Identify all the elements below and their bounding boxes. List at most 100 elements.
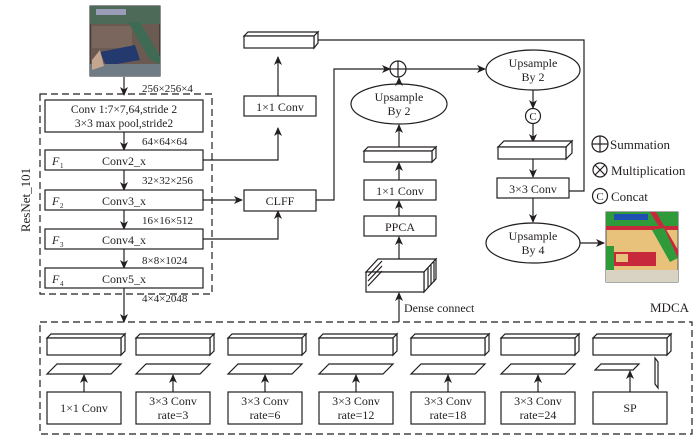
mdca-conv-line1: 3×3 Conv (332, 394, 380, 408)
svg-text:C: C (529, 111, 536, 123)
stage-name: Conv5_x (102, 272, 146, 286)
mdca-label: MDCA (650, 300, 690, 315)
legend-summation-label: Summation (610, 137, 670, 152)
mdca-conv-box (135, 391, 211, 425)
arrow-clff-to-sum (316, 65, 391, 201)
concat-feature-block (496, 139, 574, 161)
dense-connect-label: Dense connect (404, 301, 475, 315)
legend-concat: C Concat (591, 187, 648, 205)
mdca-feature-block (317, 332, 399, 357)
upsample2-line2: By 2 (521, 70, 544, 84)
upsample2-line1: Upsample (509, 56, 558, 70)
mdca-side-plane (654, 356, 659, 390)
arrow-f1-to-conv (203, 127, 282, 161)
stage-name: Conv4_x (102, 233, 146, 247)
clff-label: CLFF (266, 194, 295, 208)
legend-summation: Summation (591, 135, 670, 153)
feature-label: F (51, 233, 60, 247)
decoder-conv1-label: 1×1 Conv (376, 184, 424, 198)
mdca-feature-block (45, 332, 127, 357)
mdca-conv-line1: 3×3 Conv (149, 394, 197, 408)
mdca-plane (45, 363, 123, 375)
upsample1-line2: By 2 (387, 104, 410, 118)
upsample1-line1: Upsample (375, 90, 424, 104)
svg-text:C: C (596, 191, 603, 203)
mdca-container (39, 321, 693, 435)
legend-multiplication-label: Multiplication (611, 163, 686, 178)
stage2-out-label: 16×16×512 (142, 215, 193, 227)
stage-name: Conv2_x (102, 154, 146, 168)
mdca-feature-block (226, 332, 308, 357)
mdca-branch: SP (591, 332, 673, 425)
mdca-conv-line1: 3×3 Conv (424, 394, 472, 408)
mdca-conv-box (500, 391, 576, 425)
resnet-container (39, 93, 213, 295)
stage-name: Conv3_x (102, 194, 146, 208)
mdca-feature-block (409, 332, 491, 357)
mdca-conv-line2: rate=3 (158, 408, 189, 422)
stage1-out-label: 32×32×256 (142, 175, 193, 187)
stage-conv3: F 2 Conv3_x (44, 189, 204, 211)
mdca-conv-label: 1×1 Conv (60, 401, 108, 415)
resnet-label: ResNet_101 (18, 168, 33, 232)
low-conv-label: 1×1 Conv (256, 100, 304, 114)
mdca-branch: 1×1 Conv (45, 332, 127, 425)
mdca-plane (134, 363, 212, 375)
arrow-f3-to-clff (203, 210, 282, 240)
stage3-out-label: 8×8×1024 (142, 255, 188, 267)
mdca-feature-block (499, 332, 581, 357)
concat-node: C (524, 107, 542, 125)
mdca-conv-box (227, 391, 303, 425)
legend-concat-label: Concat (611, 189, 648, 204)
input-size-label: 256×256×4 (142, 83, 193, 95)
mdca-feature-block (591, 332, 673, 357)
decoder-feature-block (362, 145, 438, 164)
dense-feature-stack (364, 257, 438, 294)
mdca-conv-box (410, 391, 486, 425)
input-image (89, 5, 161, 77)
mdca-conv-label: SP (623, 401, 637, 415)
mdca-conv-line2: rate=18 (430, 408, 467, 422)
feature-label: F (51, 272, 60, 286)
stage-conv4: F 3 Conv4_x (44, 228, 204, 250)
output-segmentation-map (605, 211, 679, 283)
feature-subscript: 2 (60, 202, 64, 210)
low-conv-box (243, 95, 317, 117)
mdca-conv-box (46, 391, 122, 425)
mdca-conv-box (318, 391, 394, 425)
mdca-conv-line2: rate=6 (250, 408, 281, 422)
mdca-conv-line2: rate=12 (338, 408, 375, 422)
stage-conv2: F 1 Conv2_x (44, 149, 204, 171)
upsample3-line1: Upsample (509, 229, 558, 243)
mdca-conv-line1: 3×3 Conv (241, 394, 289, 408)
mdca-feature-block (134, 332, 216, 357)
low-feature-block (242, 30, 320, 50)
feature-subscript: 4 (60, 280, 64, 288)
mdca-conv-line1: 3×3 Conv (514, 394, 562, 408)
ppca-label: PPCA (385, 220, 415, 234)
mdca-plane (226, 363, 304, 375)
feature-subscript: 1 (60, 162, 64, 170)
stage4-out-label: 4×4×2048 (142, 293, 188, 305)
mdca-conv-box (592, 391, 668, 425)
stem-out-label: 64×64×64 (142, 136, 188, 148)
mdca-plane (499, 363, 577, 375)
feature-label: F (51, 194, 60, 208)
mdca-plane (317, 363, 395, 375)
upsample3-line2: By 4 (521, 243, 544, 257)
legend-multiplication: Multiplication (592, 162, 686, 178)
stage-conv5: F 4 Conv5_x (44, 267, 204, 289)
decoder-conv3-label: 3×3 Conv (509, 182, 557, 196)
summation-node (389, 60, 407, 78)
feature-label: F (51, 154, 60, 168)
stem-line1: Conv 1:7×7,64,stride 2 (71, 104, 177, 116)
mdca-plane (409, 363, 487, 375)
mdca-conv-line2: rate=24 (520, 408, 557, 422)
stem-line2: 3×3 max pool,stride2 (75, 118, 173, 130)
